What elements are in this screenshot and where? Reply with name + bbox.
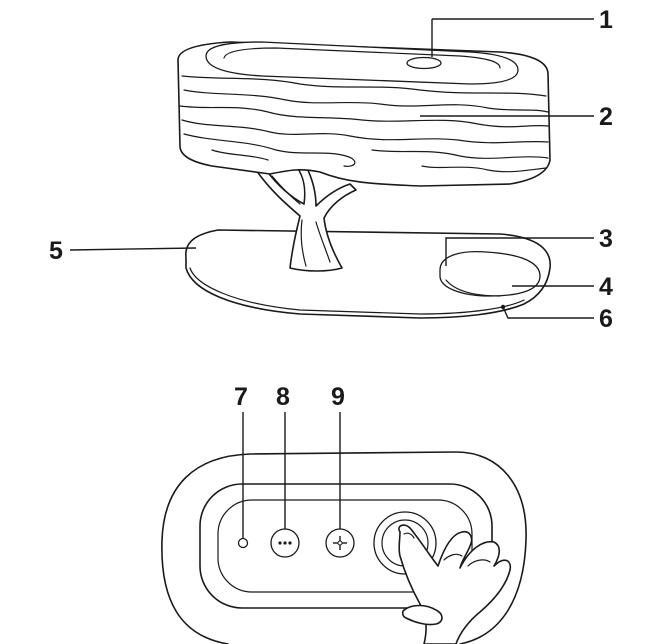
callout-5: 5	[49, 237, 63, 265]
lamp-base	[185, 229, 551, 319]
mode-button[interactable]	[270, 528, 300, 558]
ellipsis-icon	[278, 541, 292, 545]
control-panel-illustration	[161, 451, 527, 644]
adjust-button[interactable]	[325, 528, 355, 558]
callout-7: 7	[234, 383, 248, 411]
lamp-top-lid	[205, 41, 519, 85]
tree-trunk	[255, 165, 357, 272]
callouts-bottom: 7 8 9	[234, 383, 345, 538]
callout-9: 9	[331, 383, 345, 411]
lamp-illustration	[177, 41, 551, 319]
callout-4: 4	[599, 273, 613, 301]
callout-1: 1	[599, 6, 613, 34]
leader-3	[445, 237, 594, 266]
callout-6: 6	[599, 305, 613, 333]
callout-2: 2	[599, 103, 613, 131]
top-touch-sensor	[406, 56, 442, 70]
pressing-hand	[398, 524, 512, 644]
callout-3: 3	[599, 225, 613, 253]
charging-pad	[439, 250, 541, 297]
lampshade	[177, 41, 551, 187]
callout-8: 8	[276, 383, 290, 411]
move-icon	[333, 536, 347, 550]
leader-6	[502, 306, 594, 319]
indicator-light	[237, 537, 249, 549]
leader-5	[69, 247, 197, 251]
callouts-top: 1 2 3 4 5 6	[49, 6, 613, 333]
